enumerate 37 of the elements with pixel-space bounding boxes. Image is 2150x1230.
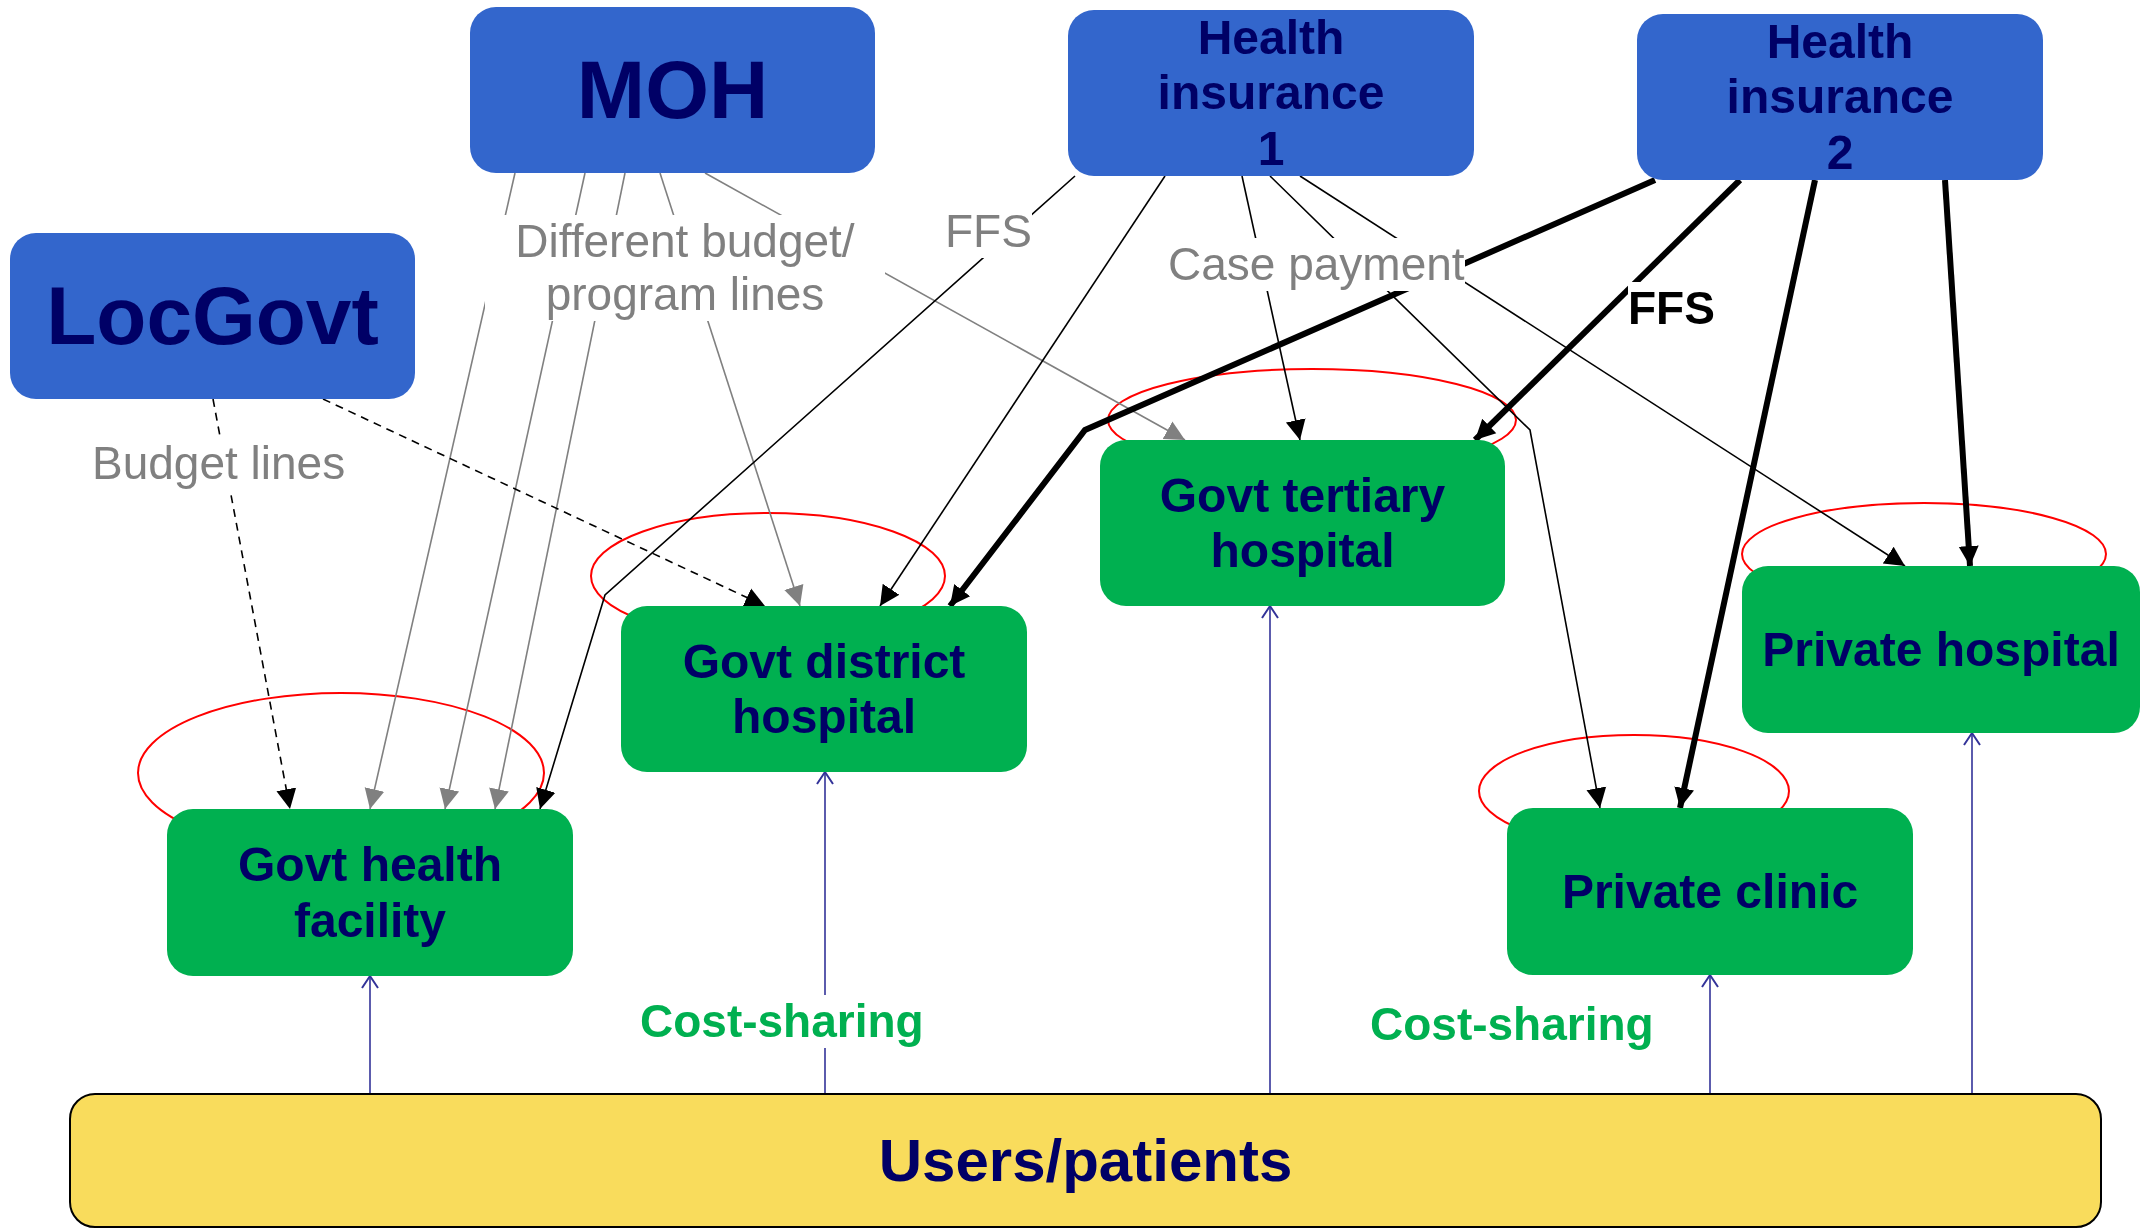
node-box (10, 233, 415, 399)
arrow (1701, 974, 1719, 1094)
arrow (1674, 179, 1818, 809)
arrow (1963, 732, 1981, 1094)
annotation-text: Cost-sharing (640, 995, 924, 1048)
arrow (322, 398, 766, 607)
node-label: Govt district hospital (681, 633, 967, 745)
arrow (1942, 179, 1979, 567)
node-box (1637, 14, 2043, 180)
node-label: Health insurance 1 (1156, 10, 1386, 176)
node-box (1507, 808, 1913, 975)
node-label: Govt health facility (237, 837, 503, 948)
node-label: Health insurance 2 (1725, 14, 1955, 180)
arrow (947, 177, 1657, 608)
annotation-text: Budget lines (92, 437, 346, 490)
arrow (879, 175, 1166, 607)
node-box (1100, 440, 1505, 606)
node-label: MOH (576, 42, 769, 137)
arrow (1299, 175, 1906, 567)
arrow (1472, 177, 1743, 443)
node-box (470, 7, 875, 173)
node-box (69, 1093, 2102, 1228)
node-label: Govt tertiary hospital (1158, 467, 1447, 579)
arrow (361, 975, 379, 1094)
node-label: Private clinic (1561, 863, 1859, 920)
node-label: Users/patients (878, 1126, 1293, 1195)
arrow (536, 175, 1076, 810)
arrow (1269, 175, 1607, 809)
arrow (1261, 605, 1279, 1094)
node-box (1068, 10, 1474, 176)
annotation-text: Case payment (1168, 238, 1465, 291)
node-box (621, 606, 1027, 772)
node-box (1742, 566, 2140, 733)
node-label: Private hospital (1762, 621, 2120, 678)
node-label: LocGovt (46, 268, 379, 363)
node-box (167, 809, 573, 976)
annotation-text: Different budget/ program lines (485, 215, 885, 321)
